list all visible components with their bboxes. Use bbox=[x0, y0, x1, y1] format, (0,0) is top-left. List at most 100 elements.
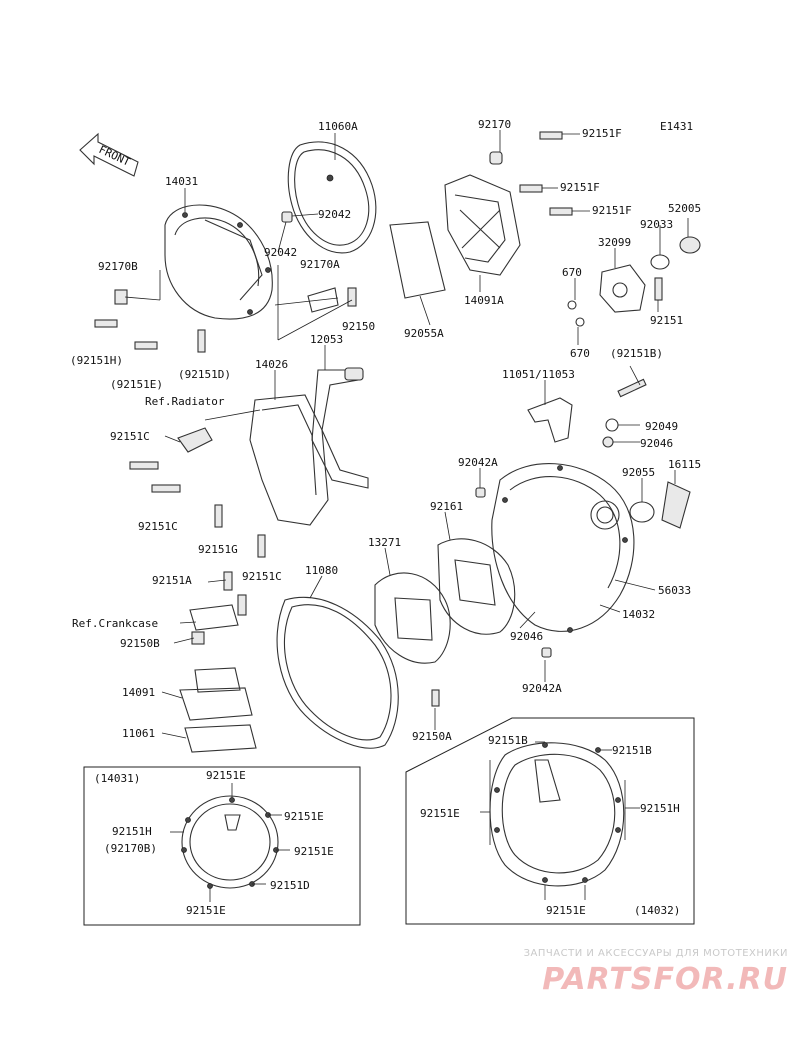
label-92170A: 92170A bbox=[300, 258, 340, 271]
pulser-cover-14026 bbox=[249, 394, 329, 526]
label-92170B: 92170B bbox=[98, 260, 138, 273]
label-92033: 92033 bbox=[640, 218, 673, 231]
o-ring-670-a bbox=[567, 300, 577, 310]
label-92151C-c: 92151C bbox=[242, 570, 282, 583]
label-ref-radiator: Ref.Radiator bbox=[145, 395, 225, 408]
gasket-11060A bbox=[287, 141, 377, 254]
label-92151F-c: 92151F bbox=[592, 204, 632, 217]
pump-cover-14091A bbox=[444, 174, 521, 276]
dowel-pin-92042 bbox=[281, 211, 293, 223]
label-14091A: 14091A bbox=[464, 294, 504, 307]
inset-left-label-5: 92151E bbox=[294, 845, 334, 858]
o-ring-92055 bbox=[629, 501, 655, 523]
label-92151D-paren: (92151D) bbox=[178, 368, 231, 381]
label-92042-a: 92042 bbox=[318, 208, 351, 221]
o-ring-670-b bbox=[575, 317, 585, 327]
label-92151B-paren: (92151B) bbox=[610, 347, 663, 360]
oil-pipe-11051 bbox=[527, 378, 647, 443]
dowel-92042A-bottom bbox=[541, 647, 552, 658]
dowel-92042A-top bbox=[475, 487, 486, 498]
label-670-b: 670 bbox=[570, 347, 590, 360]
bracket-12053 bbox=[311, 367, 369, 489]
label-16115: 16115 bbox=[668, 458, 701, 471]
crankcase-ref-bracket bbox=[189, 571, 247, 645]
inset-right-label-2: 92151B bbox=[612, 744, 652, 757]
inset-left-label-2: 92151E bbox=[284, 810, 324, 823]
label-92151C-b: 92151C bbox=[138, 520, 178, 533]
label-92151E-paren: (92151E) bbox=[110, 378, 163, 391]
rubber-92170 bbox=[489, 151, 503, 165]
inset-right-label-1: 92151B bbox=[488, 734, 528, 747]
plate-13271 bbox=[374, 572, 451, 664]
inset-right-label-3: 92151E bbox=[420, 807, 460, 820]
inset-left-label-3: 92151H bbox=[112, 825, 152, 838]
label-92151G: 92151G bbox=[198, 543, 238, 556]
seal-52005 bbox=[679, 236, 701, 254]
generator-cover-14031 bbox=[164, 204, 273, 320]
washer-92046 bbox=[602, 436, 614, 448]
radiator-ref-bracket bbox=[177, 427, 213, 453]
label-92042A-b: 92042A bbox=[522, 682, 562, 695]
label-92150B: 92150B bbox=[120, 637, 160, 650]
ring-92033 bbox=[650, 254, 670, 270]
label-92042A-a: 92042A bbox=[458, 456, 498, 469]
label-92150: 92150 bbox=[342, 320, 375, 333]
oil-pump-32099 bbox=[599, 264, 646, 313]
clutch-cover-14032 bbox=[491, 463, 635, 633]
label-52005: 52005 bbox=[668, 202, 701, 215]
label-12053: 12053 bbox=[310, 333, 343, 346]
leader-lines bbox=[124, 130, 689, 739]
front-marker-label: FRONT bbox=[97, 143, 133, 169]
label-11060A: 11060A bbox=[318, 120, 358, 133]
label-11080: 11080 bbox=[305, 564, 338, 577]
label-92042-b: 92042 bbox=[264, 246, 297, 259]
bolts-92151F bbox=[519, 131, 573, 216]
gasket-11061 bbox=[184, 724, 257, 753]
inset-box-14032 bbox=[405, 717, 695, 925]
inset-right-label-4: 92151H bbox=[640, 802, 680, 815]
breather-cover-14091 bbox=[179, 667, 253, 721]
inset-left-label-1: 92151E bbox=[206, 769, 246, 782]
watermark-tagline: ЗАПЧАСТИ И АКСЕССУАРЫ ДЛЯ МОТОТЕХНИКИ bbox=[523, 948, 788, 959]
label-92170: 92170 bbox=[478, 118, 511, 131]
label-92055A: 92055A bbox=[404, 327, 444, 340]
inset-box-14031 bbox=[83, 766, 361, 926]
label-11061: 11061 bbox=[122, 727, 155, 740]
label-14031: 14031 bbox=[165, 175, 198, 188]
label-92049: 92049 bbox=[645, 420, 678, 433]
gasket-92055A bbox=[389, 221, 446, 299]
label-14026: 14026 bbox=[255, 358, 288, 371]
label-ref-crankcase: Ref.Crankcase bbox=[72, 617, 158, 630]
label-92046-a: 92046 bbox=[640, 437, 673, 450]
bolt-92151 bbox=[654, 277, 663, 301]
label-92150A: 92150A bbox=[412, 730, 452, 743]
inset-right-title: (14032) bbox=[634, 904, 680, 917]
bolts-14026 bbox=[129, 461, 266, 558]
inset-left-label-6: 92151D bbox=[270, 879, 310, 892]
label-92151F-a: 92151F bbox=[582, 127, 622, 140]
label-14091: 14091 bbox=[122, 686, 155, 699]
diagram-code: E1431 bbox=[660, 120, 693, 133]
inset-right-label-5: 92151E bbox=[546, 904, 586, 917]
bolts-left-cover bbox=[94, 319, 206, 353]
label-670-a: 670 bbox=[562, 266, 582, 279]
label-56033: 56033 bbox=[658, 584, 691, 597]
label-13271: 13271 bbox=[368, 536, 401, 549]
inset-left-label-4: (92170B) bbox=[104, 842, 157, 855]
part-labels: 11060A 14031 92042 92042 92170A 92170B (… bbox=[70, 118, 701, 743]
bracket-plate bbox=[307, 287, 339, 313]
front-arrow-icon bbox=[79, 132, 139, 177]
label-92151H-paren: (92151H) bbox=[70, 354, 123, 367]
bolt-92150A bbox=[431, 689, 440, 707]
label-32099: 32099 bbox=[598, 236, 631, 249]
label-92151F-b: 92151F bbox=[560, 181, 600, 194]
label-92161: 92161 bbox=[430, 500, 463, 513]
label-92151A: 92151A bbox=[152, 574, 192, 587]
label-14032: 14032 bbox=[622, 608, 655, 621]
label-92055: 92055 bbox=[622, 466, 655, 479]
inset-left-label-7: 92151E bbox=[186, 904, 226, 917]
label-11051-11053: 11051/11053 bbox=[502, 368, 575, 381]
plate-92161 bbox=[437, 538, 516, 635]
label-92151-right: 92151 bbox=[650, 314, 683, 327]
